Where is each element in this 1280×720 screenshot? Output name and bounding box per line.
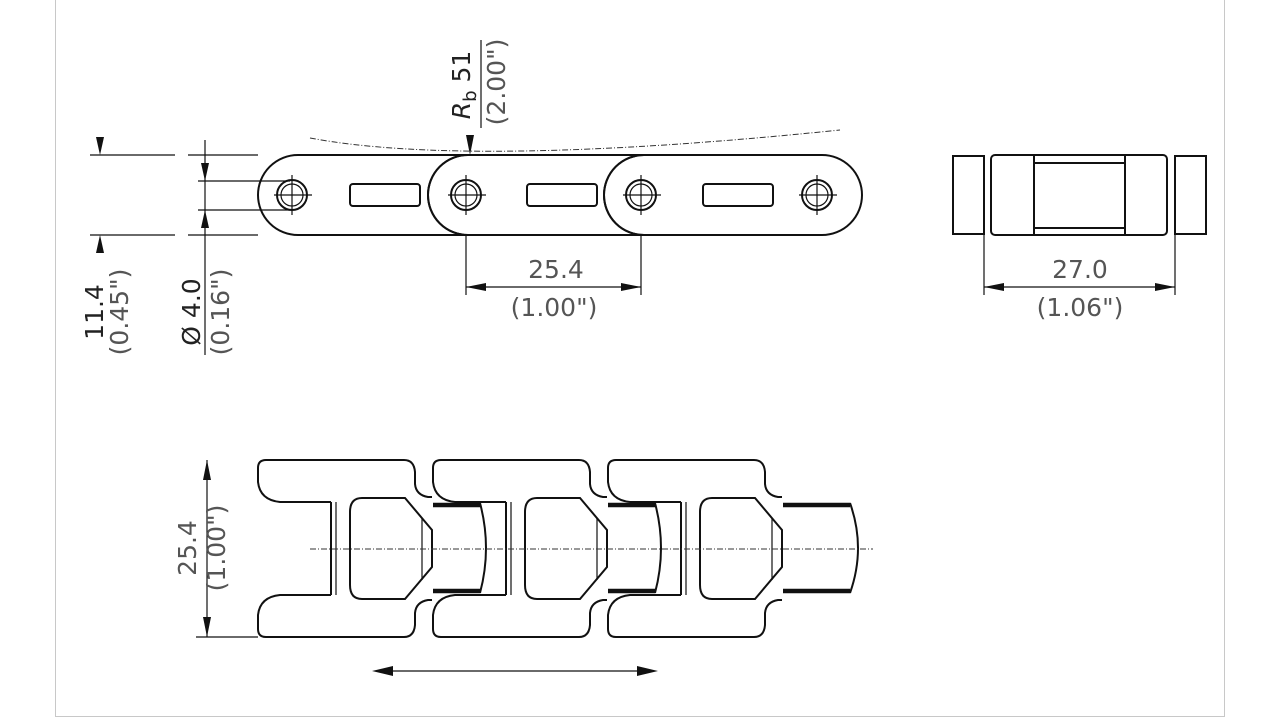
backflex-radius-sub: b <box>460 90 481 101</box>
svg-text:Rb 51: Rb 51 <box>447 51 481 120</box>
link-height-in: (0.45") <box>105 269 134 356</box>
slot <box>702 183 774 207</box>
side-link-3 <box>603 154 863 236</box>
top-width-dimension: 25.4 (1.00") <box>173 460 258 638</box>
side-view: 11.4 (0.45") Ø 4.0 (0.16") 25.4 (1.00") … <box>80 39 863 355</box>
pin-hole <box>274 175 312 215</box>
width-mm: 27.0 <box>1052 255 1108 284</box>
pin-hole <box>448 175 486 215</box>
pin-diameter-dimension: Ø 4.0 (0.16") <box>177 140 290 355</box>
backflex-radius-dimension: Rb 51 (2.00") <box>447 39 511 155</box>
side-plate-right <box>1174 155 1207 235</box>
pin-diameter-mm: Ø 4.0 <box>177 278 206 345</box>
travel-direction-arrow <box>372 666 658 676</box>
width-in: (1.06") <box>1037 293 1124 322</box>
top-width-mm: 25.4 <box>173 520 202 576</box>
top-width-in: (1.00") <box>202 505 231 592</box>
top-view: 25.4 (1.00") <box>173 459 873 676</box>
backflex-radius-mm: 51 <box>447 51 476 91</box>
link-height-dimension: 11.4 (0.45") <box>80 137 258 355</box>
drawing-frame <box>55 0 1225 717</box>
barrel-connectors <box>433 502 859 594</box>
width-dimension: 27.0 (1.06") <box>983 234 1176 322</box>
backflex-radius-symbol: R <box>447 102 476 119</box>
link-height-mm: 11.4 <box>80 284 109 340</box>
pin-hole <box>623 175 661 215</box>
end-view: 27.0 (1.06") <box>952 154 1207 322</box>
pitch-dimension: 25.4 (1.00") <box>465 235 642 322</box>
pin-diameter-in: (0.16") <box>206 269 235 356</box>
slot <box>526 183 598 207</box>
pin-hole <box>799 175 837 215</box>
backflex-radius-curve <box>309 129 841 152</box>
pitch-in: (1.00") <box>511 293 598 322</box>
backflex-radius-in: (2.00") <box>482 39 511 126</box>
slot <box>349 183 421 207</box>
side-plate-left <box>952 155 985 235</box>
link-body <box>990 154 1168 236</box>
pitch-mm: 25.4 <box>528 255 584 284</box>
